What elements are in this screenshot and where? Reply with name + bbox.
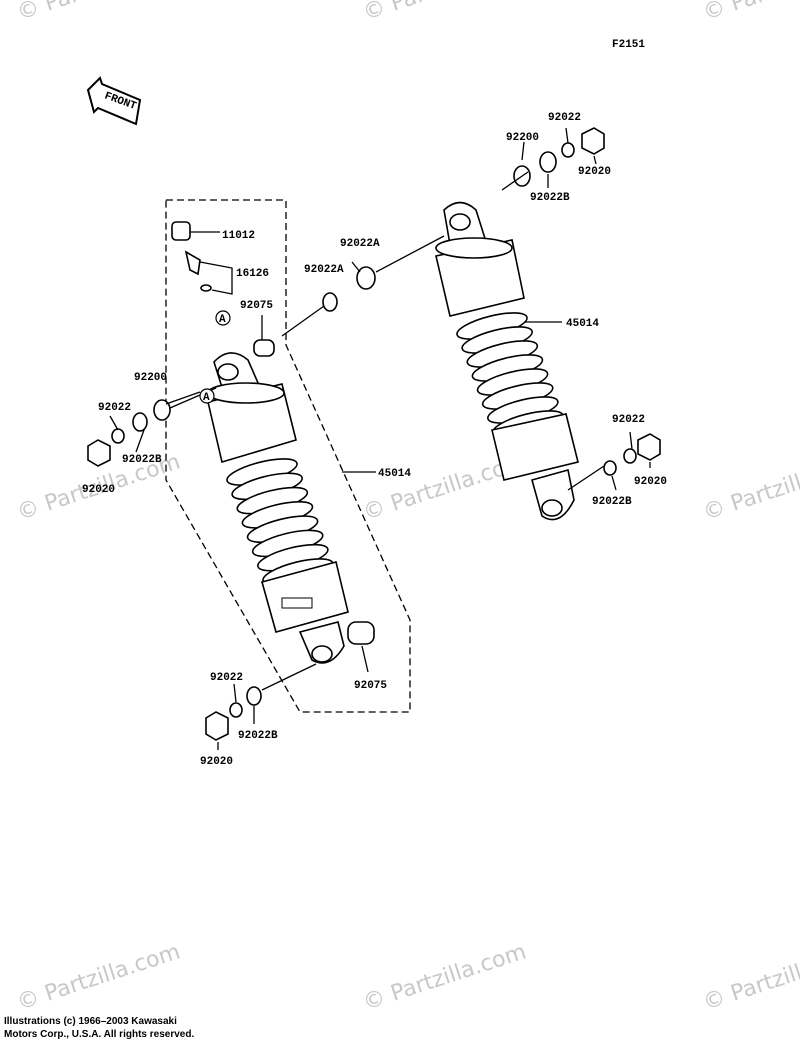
callout-label: 92022 [612,414,645,426]
assembly-outline [165,199,411,713]
svg-text:A: A [219,314,226,326]
callout-label: 92022B [592,496,632,508]
watermark-text: © Partzilla.com [360,939,529,1015]
callout-label: 92022B [122,454,162,466]
callout-label: 92020 [200,756,233,768]
watermark-text: © Partzilla.com [14,0,183,26]
callout-label: 92022 [210,672,243,684]
hardware-parts [87,127,661,741]
callout-label: 92020 [82,484,115,496]
figure-code: F2151 [612,39,645,51]
callout-label: 92022A [304,264,344,276]
callout-label: 16126 [236,268,269,280]
callout-label: 45014 [378,468,411,480]
watermark-text: © Partzilla.com [700,0,800,26]
callout-label: 92020 [578,166,611,178]
callout-label: 92075 [240,300,273,312]
callout-label: 92022A [340,238,380,250]
callout-label: 92022 [548,112,581,124]
callout-labels: 110121612692075922009202292022B920204501… [82,112,667,768]
callout-label: 92200 [506,132,539,144]
callout-label: 11012 [222,230,255,242]
watermark-text: © Partzilla.com [700,939,800,1015]
watermark-text: © Partzilla.com [14,939,183,1015]
marker-a-2: A [199,388,215,404]
right-shock-absorber [435,201,579,521]
callout-label: 92022 [98,402,131,414]
leader-lines [109,127,651,750]
front-arrow-icon: FRONT [86,76,142,126]
callout-label: 45014 [566,318,599,330]
callout-label: 92022B [238,730,278,742]
watermark-layer: © Partzilla.com © Partzilla.com © Partzill… [14,0,800,1016]
callout-label: 92075 [354,680,387,692]
marker-a-1: A [215,310,231,326]
left-shock-absorber [207,352,349,664]
copyright-line-1: Illustrations (c) 1966–2003 Kawasaki [4,1016,177,1027]
watermark-text: © Partzilla.com [700,449,800,525]
callout-label: 92200 [134,372,167,384]
svg-text:A: A [203,392,210,404]
copyright-line-2: Motors Corp., U.S.A. All rights reserved… [4,1029,194,1040]
callout-label: 92022B [530,192,570,204]
callout-label: 92020 [634,476,667,488]
watermark-text: © Partzilla.com [360,0,529,26]
